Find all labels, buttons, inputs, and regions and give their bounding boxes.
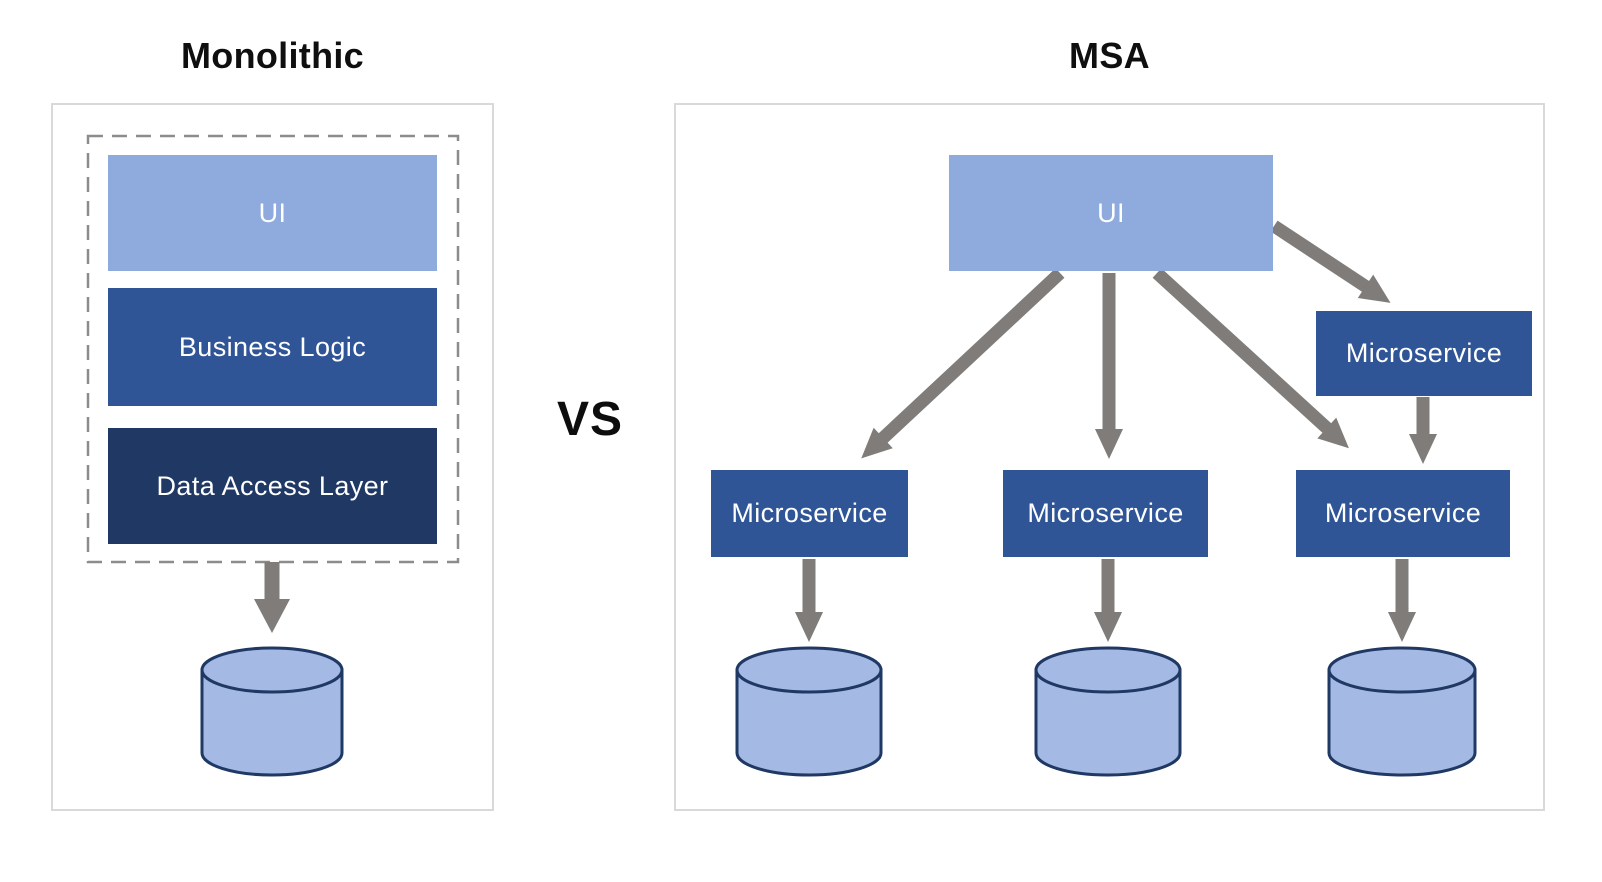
- vs-label: VS: [556, 393, 624, 446]
- msa-microservice-top-right: Microservice: [1316, 311, 1532, 396]
- msa-database2-cylinder-icon: [1034, 646, 1182, 777]
- msa-microservice-bottom-left: Microservice: [711, 470, 908, 557]
- msa-title: MSA: [1069, 35, 1150, 76]
- msa-database3-cylinder-icon: [1327, 646, 1477, 777]
- msa-microservice-bottom-center: Microservice: [1003, 470, 1208, 557]
- monolithic-title: Monolithic: [181, 35, 364, 76]
- mono-layer-business-logic: Business Logic: [108, 288, 437, 406]
- mono-database-cylinder-icon: [200, 646, 344, 777]
- mono-layer-ui: UI: [108, 155, 437, 271]
- msa-microservice-bottom-right: Microservice: [1296, 470, 1510, 557]
- ui-to-microservice-left-arrow-icon: [861, 268, 1065, 459]
- monolith-dashed-boundary: [86, 134, 460, 564]
- ui-to-microservice-right-arrow-icon: [1152, 268, 1349, 449]
- msa-database1-cylinder-icon: [735, 646, 883, 777]
- msa-ui-box: UI: [949, 155, 1273, 271]
- ui-to-microservice-top-arrow-icon: [1270, 220, 1391, 303]
- mono-layer-data-access: Data Access Layer: [108, 428, 437, 544]
